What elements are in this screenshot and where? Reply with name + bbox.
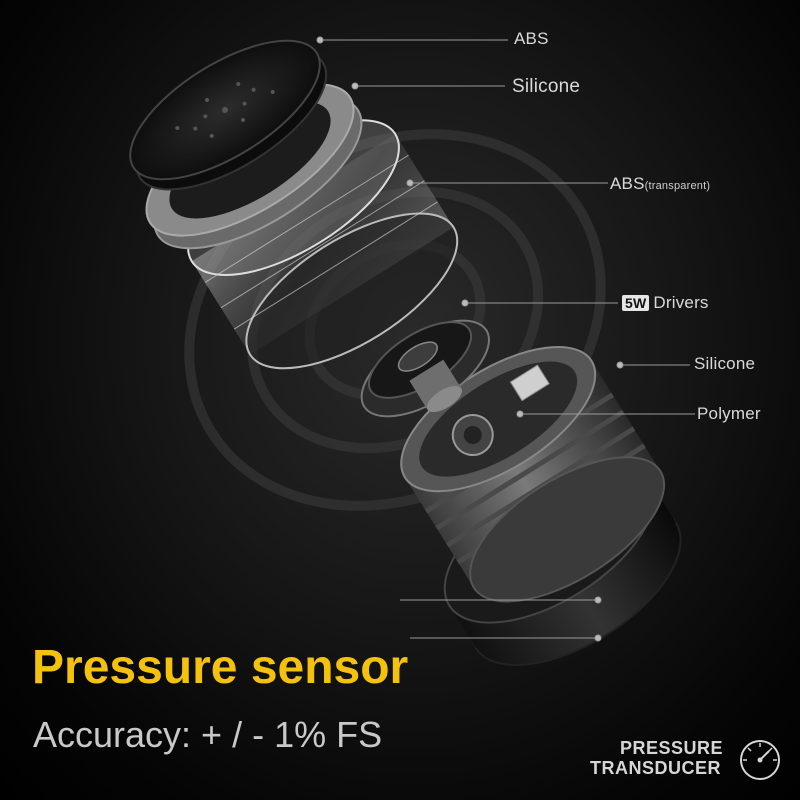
label-silicone-top: Silicone	[512, 76, 581, 97]
logo-line-2: TRANSDUCER	[590, 758, 721, 778]
pressure-transducer-logo: PRESSURE TRANSDUCER	[590, 736, 785, 790]
drivers-power-badge: 5W	[622, 295, 650, 311]
headline-pressure-sensor: Pressure sensor	[32, 641, 409, 694]
grey-body-part	[400, 346, 666, 603]
callout-lines	[316, 36, 695, 642]
label-polymer: Polymer	[697, 404, 761, 423]
label-abs-transparent-note: (transparent)	[644, 180, 711, 192]
logo-line-1: PRESSURE	[620, 738, 724, 758]
accuracy-subline: Accuracy: + / - 1% FS	[33, 714, 383, 755]
gauge-icon	[740, 740, 780, 780]
label-drivers-text: Drivers	[653, 293, 709, 312]
top-grille-cap-part	[129, 39, 328, 191]
label-abs: ABS	[514, 29, 549, 48]
label-abs-transparent-main: ABS	[610, 174, 645, 193]
label-abs-transparent: ABS(transparent)	[610, 174, 710, 194]
label-silicone-mid: Silicone	[694, 354, 756, 373]
driver-part	[360, 319, 490, 418]
